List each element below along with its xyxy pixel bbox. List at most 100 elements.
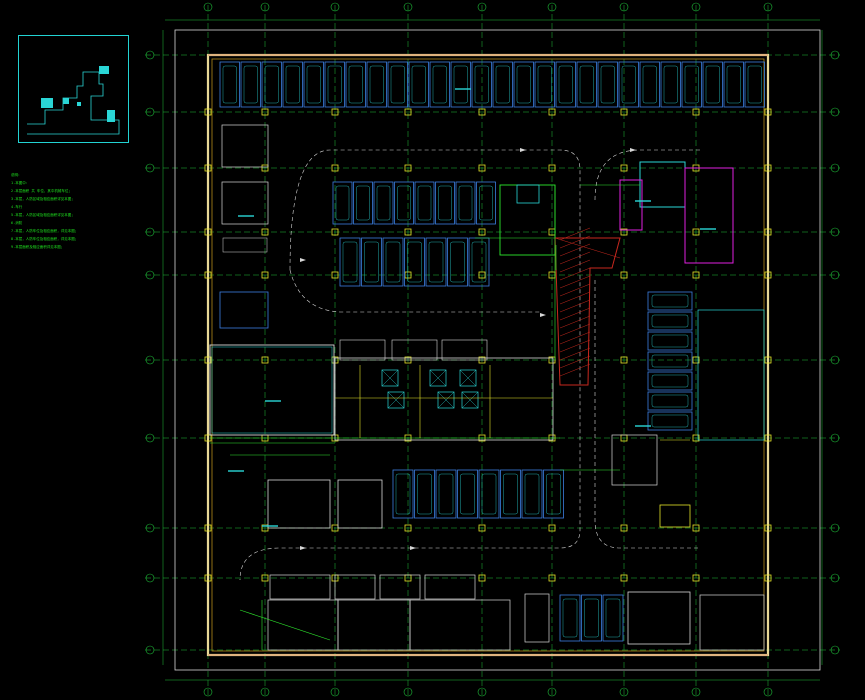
structural-column [692,574,700,582]
grid-bubble [203,687,213,697]
grid-bubble [403,687,413,697]
structural-column [764,356,772,364]
ramp-hatch [559,227,591,241]
car-outline [385,241,401,283]
drive-aisle [594,149,700,201]
structural-column [620,524,628,532]
parking-stall [414,469,435,519]
note-line: 4.车行 [11,205,23,209]
structural-column [204,228,212,236]
structural-column [692,108,700,116]
parking-stall [353,181,373,225]
fire-room [619,179,643,231]
car-outline [222,65,237,104]
structural-column [204,574,212,582]
elevator-shaft [437,391,455,409]
ramp-hatch [559,307,591,321]
parking-stall [282,61,303,108]
grid-bubble [691,687,701,697]
storage-room [269,574,331,600]
ramp-hatch [559,355,591,369]
car-outline [605,598,621,638]
note-line: 3.本层，人防区域及相应面积详见本图； [11,197,75,201]
storage-room [611,434,658,486]
parking-stall [373,181,394,225]
elevator-cross [459,369,477,387]
parking-stall [476,181,496,225]
grid-bubble [619,2,629,12]
storage-room [337,479,383,529]
elevator-shaft [516,184,540,204]
parking-stall [647,291,693,311]
structural-column [692,271,700,279]
structural-column [692,356,700,364]
structural-column [261,228,269,236]
grid-bubble [260,2,270,12]
grid-bubble [830,50,840,60]
car-outline [376,185,391,221]
structural-column [404,108,412,116]
car-outline [369,65,384,104]
storage-room [627,591,691,645]
parking-stall [447,237,468,287]
parking-stall [382,237,404,287]
car-outline [663,65,678,104]
parking-stall [303,61,324,108]
structural-column [478,108,486,116]
storage-room [391,339,438,361]
ramp-hatch [559,259,591,273]
parking-bays [219,61,765,642]
note-line: 1.本图中： [11,181,30,185]
structural-column [261,574,269,582]
parking-stall [450,61,471,108]
grid-bubble [763,2,773,12]
grid-bubble [830,355,840,365]
car-outline [479,185,493,221]
note-line: 9.本层面积及相应面积详见本图； [11,245,65,249]
grid-bubble [830,645,840,655]
ramp-hatch [554,237,621,259]
key-plan-thumbnail[interactable] [18,35,129,143]
parking-stall [597,61,618,108]
car-outline [458,185,473,221]
structural-column [204,524,212,532]
parking-stall [647,351,693,371]
car-outline [306,65,321,104]
traffic-arrow [540,313,546,317]
parking-stall [429,61,450,108]
grid-bubble [763,687,773,697]
grid-bubble [145,573,155,583]
structural-column [478,164,486,172]
equipment-room [209,344,335,436]
car-outline [407,241,422,283]
ramp-hatch [559,283,591,297]
parking-stall [618,61,639,108]
car-outline [537,65,552,104]
structural-column [620,164,628,172]
structural-column [261,164,269,172]
parking-stall [425,237,447,287]
traffic-arrow [630,148,636,152]
structural-column [478,574,486,582]
traffic-arrow [300,258,306,262]
parking-stall [478,469,500,519]
traffic-arrow [410,546,416,550]
structural-column [261,108,269,116]
elevator-shaft [461,391,479,409]
grid-bubble [145,270,155,280]
car-outline [481,473,497,515]
car-outline [651,394,689,408]
grid-bubble [145,107,155,117]
drive-aisle [594,280,700,549]
car-outline [651,374,689,388]
car-outline [516,65,531,104]
elevator-shaft [459,369,477,387]
structural-column [331,228,339,236]
car-outline [474,65,489,104]
ramp-hatch [559,299,591,313]
structural-column [478,228,486,236]
car-outline [747,65,762,104]
car-outline [546,473,561,515]
car-outline [417,185,432,221]
